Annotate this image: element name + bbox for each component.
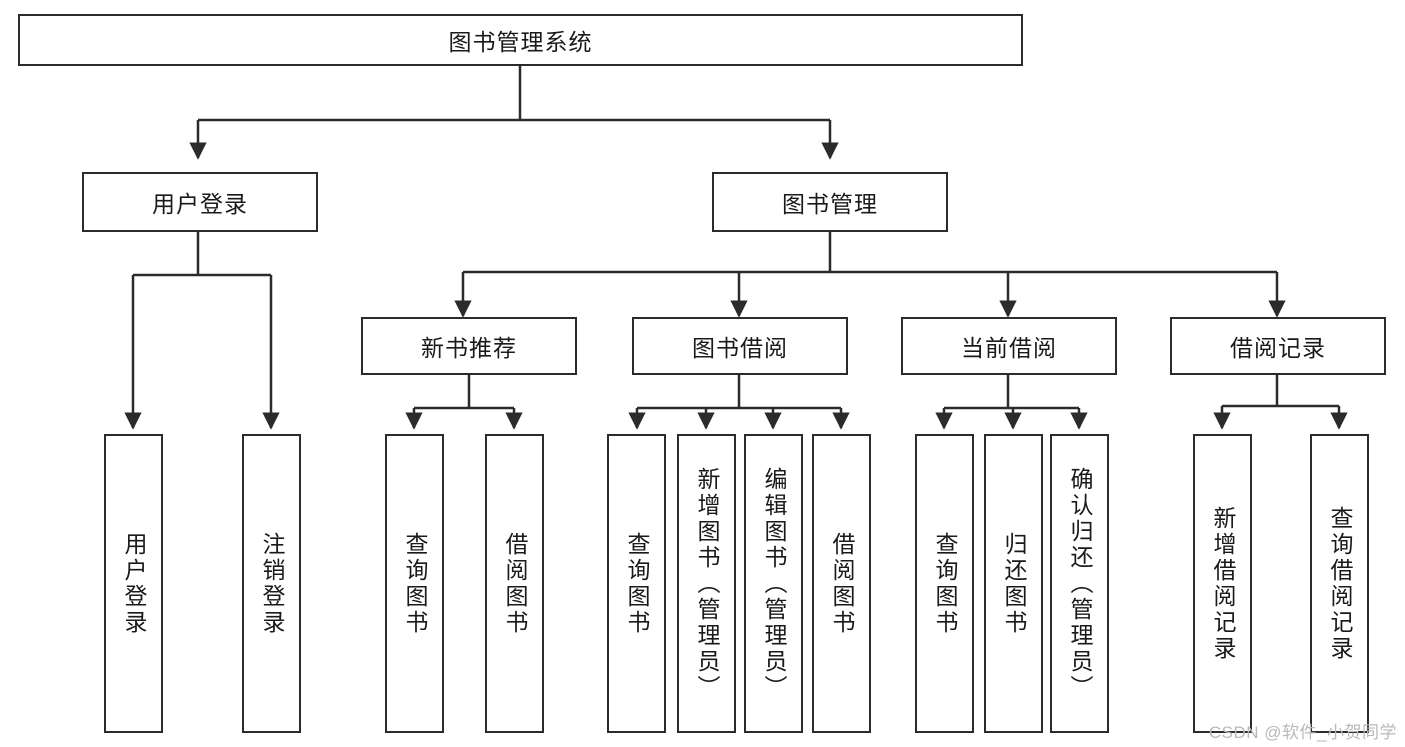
node-leaf-query-book-3-label: 查询图书: [932, 531, 958, 636]
node-book-management[interactable]: 图书管理: [712, 172, 948, 232]
node-leaf-borrow-book-1-label: 借阅图书: [502, 531, 528, 636]
node-leaf-add-record[interactable]: 新增借阅记录: [1193, 434, 1252, 733]
node-leaf-query-record-label: 查询借阅记录: [1327, 505, 1353, 662]
node-leaf-add-book-label: 新增图书（管理员）: [694, 466, 720, 701]
node-leaf-add-record-label: 新增借阅记录: [1210, 505, 1236, 662]
node-leaf-return-book[interactable]: 归还图书: [984, 434, 1043, 733]
node-leaf-query-book-1-label: 查询图书: [402, 531, 428, 636]
node-root-label: 图书管理系统: [448, 29, 593, 55]
watermark: CSDN @软件_小贺同学: [1208, 723, 1397, 742]
node-root[interactable]: 图书管理系统: [18, 14, 1023, 66]
node-user-login[interactable]: 用户登录: [82, 172, 318, 232]
node-leaf-query-book-2-label: 查询图书: [624, 531, 650, 636]
node-book-management-label: 图书管理: [782, 191, 878, 217]
node-leaf-confirm-return[interactable]: 确认归还（管理员）: [1050, 434, 1109, 733]
node-new-book-recommend[interactable]: 新书推荐: [361, 317, 577, 375]
node-leaf-logout-login-label: 注销登录: [259, 531, 285, 636]
node-borrow-record-label: 借阅记录: [1230, 335, 1326, 361]
node-leaf-borrow-book-2[interactable]: 借阅图书: [812, 434, 871, 733]
node-leaf-user-login[interactable]: 用户登录: [104, 434, 163, 733]
node-leaf-user-login-label: 用户登录: [121, 531, 147, 636]
node-leaf-borrow-book-2-label: 借阅图书: [829, 531, 855, 636]
node-new-book-recommend-label: 新书推荐: [421, 335, 517, 361]
node-leaf-confirm-return-label: 确认归还（管理员）: [1067, 466, 1093, 701]
node-leaf-logout-login[interactable]: 注销登录: [242, 434, 301, 733]
node-current-borrow[interactable]: 当前借阅: [901, 317, 1117, 375]
node-current-borrow-label: 当前借阅: [961, 335, 1057, 361]
node-leaf-add-book[interactable]: 新增图书（管理员）: [677, 434, 736, 733]
node-book-borrow-label: 图书借阅: [692, 335, 788, 361]
node-leaf-borrow-book-1[interactable]: 借阅图书: [485, 434, 544, 733]
node-leaf-edit-book[interactable]: 编辑图书（管理员）: [744, 434, 803, 733]
node-leaf-query-book-3[interactable]: 查询图书: [915, 434, 974, 733]
node-user-login-label: 用户登录: [152, 191, 248, 217]
node-book-borrow[interactable]: 图书借阅: [632, 317, 848, 375]
node-leaf-query-record[interactable]: 查询借阅记录: [1310, 434, 1369, 733]
node-borrow-record[interactable]: 借阅记录: [1170, 317, 1386, 375]
node-leaf-return-book-label: 归还图书: [1001, 531, 1027, 636]
node-leaf-edit-book-label: 编辑图书（管理员）: [761, 466, 787, 701]
node-leaf-query-book-1[interactable]: 查询图书: [385, 434, 444, 733]
node-leaf-query-book-2[interactable]: 查询图书: [607, 434, 666, 733]
